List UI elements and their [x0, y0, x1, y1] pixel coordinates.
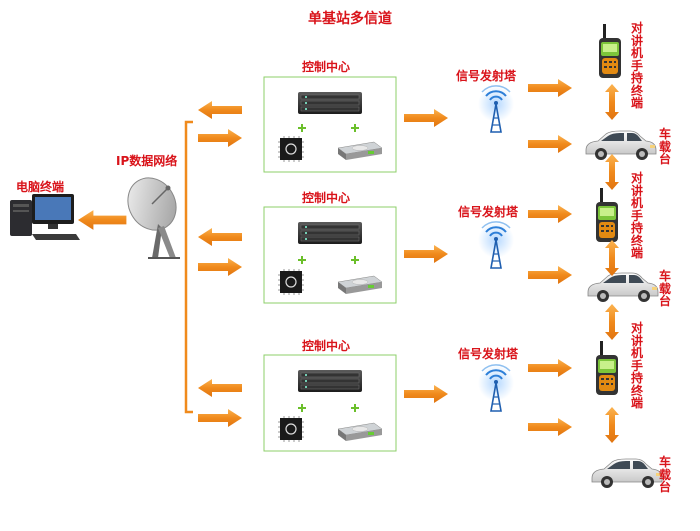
car-icon: [591, 458, 663, 489]
vehicle-label-1: 车载台: [658, 127, 671, 166]
server-icon: [297, 91, 363, 115]
network-bus-line: [184, 120, 193, 414]
tower-label-1: 信号发射塔: [456, 69, 517, 83]
satellite-dish-icon: [127, 177, 180, 259]
arrow-vertical-2: [605, 154, 619, 190]
vehicle-label-2: 车载台: [658, 269, 671, 308]
tower-label-3: 信号发射塔: [458, 347, 519, 361]
server-icon: [297, 369, 363, 393]
server-icon: [297, 221, 363, 245]
arrow-tower-to-handset-2: [528, 205, 572, 223]
radio-tower-icon: [477, 84, 515, 133]
car-icon: [585, 130, 657, 161]
arrow-tower-to-handset-3: [528, 359, 572, 377]
walkie-talkie-icon: [596, 341, 618, 395]
arrow-vertical-3: [605, 240, 619, 276]
arrow-row3-back: [198, 379, 242, 397]
arrow-tower-to-car-1: [528, 135, 572, 153]
control-center-label-3: 控制中心: [302, 339, 351, 353]
arrow-center-to-tower-2: [404, 245, 448, 263]
control-center-label-1: 控制中心: [302, 60, 351, 74]
computer-icon: [10, 194, 80, 240]
handset-label-1: 对讲机手持终端: [630, 21, 643, 110]
arrow-vertical-5: [605, 407, 619, 443]
radio-tower-icon: [477, 363, 515, 412]
handset-label-3: 对讲机手持终端: [630, 321, 643, 410]
arrow-row3-in: [198, 409, 242, 427]
arrow-tower-to-car-2: [528, 266, 572, 284]
chip-icon: [277, 135, 305, 163]
arrow-to-computer: [78, 210, 127, 230]
arrow-center-to-tower-3: [404, 385, 448, 403]
arrow-row2-in: [198, 258, 242, 276]
chip-icon: [277, 268, 305, 296]
arrow-row1-back: [198, 101, 242, 119]
arrow-tower-to-car-3: [528, 418, 572, 436]
arrow-row1-in: [198, 129, 242, 147]
handset-label-2: 对讲机手持终端: [630, 171, 643, 260]
pc-terminal-label: 电脑终端: [16, 180, 65, 194]
arrow-center-to-tower-1: [404, 109, 448, 127]
control-center-label-2: 控制中心: [302, 191, 351, 205]
vehicle-label-3: 车载台: [658, 455, 671, 494]
ip-network-label: IP数据网络: [116, 154, 178, 168]
arrow-vertical-1: [605, 84, 619, 120]
tower-label-2: 信号发射塔: [458, 205, 519, 219]
arrow-tower-to-handset-1: [528, 79, 572, 97]
arrow-vertical-4: [605, 304, 619, 340]
walkie-talkie-icon: [599, 24, 621, 78]
diagram-title: 单基站多信道: [308, 11, 392, 27]
radio-tower-icon: [477, 220, 515, 269]
walkie-talkie-icon: [596, 188, 618, 242]
arrow-row2-back: [198, 228, 242, 246]
car-icon: [587, 272, 659, 303]
chip-icon: [277, 415, 305, 443]
